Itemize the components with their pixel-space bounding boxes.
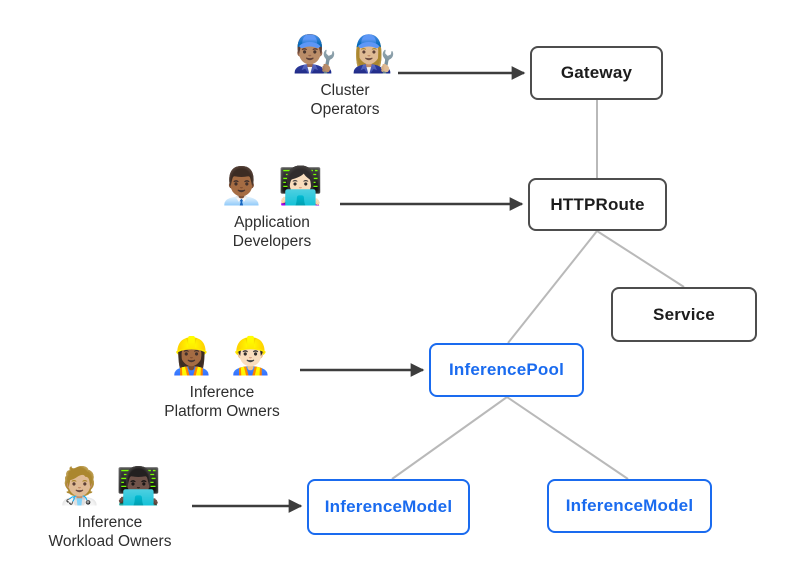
persona-application-developers: 👨🏾‍💼 👩🏻‍💻 Application Developers (162, 162, 382, 251)
node-service-label: Service (653, 304, 715, 324)
edge-httproute-service (596, 230, 685, 288)
persona-inference-workload-owners: 🧑🏼‍⚕️ 👨🏿‍💻 Inference Workload Owners (0, 462, 220, 551)
developers-emoji-icon: 👨🏾‍💼 👩🏻‍💻 (219, 165, 325, 206)
persona-cluster-operators-label: Cluster Operators (235, 81, 455, 119)
mechanics-emoji-icon: 👨🏽‍🔧 👩🏼‍🔧 (292, 33, 398, 74)
node-gateway-label: Gateway (560, 63, 633, 82)
node-httproute-label: HTTPRoute (550, 194, 645, 214)
node-httproute: HTTPRoute (528, 178, 667, 231)
persona-label-line: Developers (232, 233, 312, 250)
persona-label-line: Platform Owners (164, 403, 280, 420)
persona-label-line: Operators (310, 101, 380, 118)
persona-cluster-operators: 👨🏽‍🔧 👩🏼‍🔧 Cluster Operators (235, 30, 455, 119)
persona-label-line: Inference (77, 514, 143, 531)
persona-label-line: Cluster (320, 82, 370, 99)
edge-inferencepool-inferencemodel-left (391, 396, 508, 480)
persona-label-line: Application (234, 214, 310, 231)
node-inferencemodel-left-label: InferenceModel (324, 497, 453, 516)
persona-application-developers-label: Application Developers (162, 213, 382, 251)
node-gateway: Gateway (530, 46, 663, 100)
node-inferencemodel-left: InferenceModel (307, 479, 470, 535)
persona-inference-workload-owners-label: Inference Workload Owners (0, 513, 220, 551)
node-inferencepool-label: InferencePool (448, 360, 565, 379)
persona-inference-platform-owners-label: Inference Platform Owners (112, 383, 332, 421)
edge-inferencepool-inferencemodel-right (506, 396, 629, 480)
persona-inference-platform-owners: 👷🏾‍♀️ 👷🏻‍♂️ Inference Platform Owners (112, 332, 332, 421)
persona-label-line: Workload Owners (48, 533, 172, 550)
workload-owners-emoji-icon: 🧑🏼‍⚕️ 👨🏿‍💻 (57, 465, 163, 506)
construction-workers-emoji-icon: 👷🏾‍♀️ 👷🏻‍♂️ (169, 335, 275, 376)
edge-httproute-inferencepool (507, 230, 598, 344)
node-inferencemodel-right-label: InferenceModel (565, 496, 694, 515)
node-inferencepool: InferencePool (429, 343, 584, 397)
node-inferencemodel-right: InferenceModel (547, 479, 712, 533)
persona-label-line: Inference (189, 384, 255, 401)
node-service: Service (611, 287, 757, 342)
